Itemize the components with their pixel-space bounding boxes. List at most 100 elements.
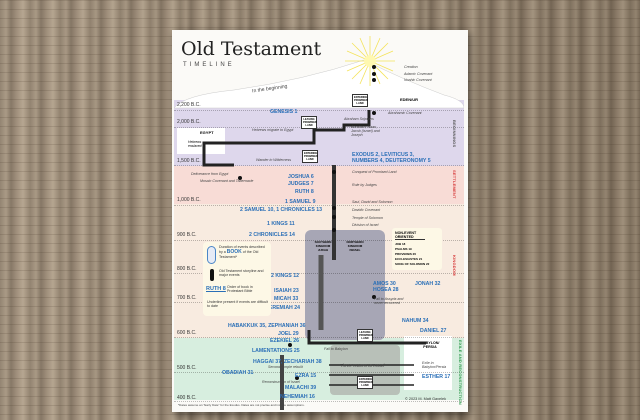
book-label: RUTH 8	[295, 189, 314, 195]
event-label: Wander in Wilderness	[256, 158, 292, 162]
non-event-item: PSALMS 19	[395, 247, 412, 251]
legend-underline-text: Underline present if events are difficul…	[207, 300, 269, 308]
book-label: HABAKKUK 35, ZEPHANIAH 36	[228, 323, 306, 329]
event-label: Temple of Solomon	[352, 216, 383, 220]
legend-storyline-text: Old Testament storyline and major events	[219, 269, 264, 277]
book-label: 2 CHRONICLES 14	[249, 232, 295, 238]
book-label: HOSEA 28	[373, 287, 399, 293]
babylon-box	[404, 336, 452, 390]
entering-promised-land-tag: ENTERING PROMISED LAND	[352, 94, 368, 107]
event-label: Noahic Covenant	[404, 78, 432, 82]
book-label: 1 SAMUEL 9	[285, 199, 316, 205]
era-label-kingdom: KINGDOM	[452, 255, 457, 276]
era-label-beginnings: BEGINNINGS	[452, 120, 457, 148]
beginning-curve	[174, 59, 464, 109]
copyright: © 2023 M. Matt Gavelek	[405, 397, 446, 401]
leaving-promised-land-tag: LEAVING PROMISED LAND	[301, 116, 317, 129]
legend-ruth-example: RUTH 8	[206, 286, 226, 292]
year-label: 700 B.C.	[177, 295, 197, 301]
book-label: 2 SAMUEL 10, 1 CHRONICLES 13	[240, 207, 323, 213]
non-event-item: ECCLESIASTES 21	[395, 257, 423, 261]
book-label: NEHEMIAH 16	[280, 394, 315, 400]
event-label: Second temple rebuilt	[268, 365, 303, 369]
legend-box: Duration of events described by a BOOK o…	[203, 242, 271, 316]
book-label: EZRA 15	[295, 373, 317, 379]
non-event-item: PROVERBS 20	[395, 252, 417, 256]
babylon-label: BABYLON/ PERSIA	[420, 341, 440, 349]
event-label: Abraham Sojourns	[344, 117, 374, 121]
event-label: Creation	[404, 65, 418, 69]
event-label: Davidic Covenant	[352, 208, 381, 212]
eden-label: EDEN/UR	[400, 97, 419, 102]
book-label: EZEKIEL 26	[270, 338, 300, 344]
event-label: Fall to Assyria and never recovered	[374, 297, 404, 305]
event-label: Abrahamic Covenant	[388, 111, 422, 115]
event-label: Rule by Judges	[352, 183, 377, 187]
event-label: Abraham, Isaac, Jacob (Israel) and Josep…	[351, 125, 380, 137]
book-label: JOSHUA 6	[288, 174, 314, 180]
event-label: Exile in Babylon/Persia	[422, 361, 447, 369]
year-label: 900 B.C.	[177, 232, 197, 238]
year-label: 400 B.C.	[177, 395, 197, 401]
entering-promised-land-tag: ENTERING PROMISED LAND	[357, 376, 373, 389]
book-label: JEREMIAH 24	[266, 305, 301, 311]
book-label: NAHUM 34	[402, 318, 429, 324]
book-label: HAGGAI 37, ZECHARIAH 38	[253, 359, 322, 365]
legend-storyline-swatch	[210, 269, 214, 281]
legend-duration-text: Duration of events described by a BOOK o…	[219, 245, 265, 259]
era-label-settlement: SETTLEMENT	[452, 170, 457, 199]
poster-title: Old Testament	[181, 38, 322, 60]
book-label: ESTHER 17	[422, 374, 451, 380]
event-label: Division of Israel	[352, 223, 379, 227]
book-label: AMOS 30	[373, 281, 396, 287]
year-label: 500 B.C.	[177, 365, 197, 371]
event-label: Adamic Covenant	[404, 72, 433, 76]
book-label: DANIEL 27	[420, 328, 447, 334]
year-label: 1,000 B.C.	[177, 197, 201, 203]
event-label: Conquest of Promised Land	[352, 170, 397, 174]
event-label: Three returns to Israel	[340, 363, 385, 368]
book-label: 1 KINGS 11	[267, 221, 295, 227]
book-label: NUMBERS 4, DEUTERONOMY 5	[352, 158, 431, 164]
non-event-item: JOB 18	[395, 242, 406, 246]
kingdom-block	[305, 230, 385, 340]
event-label: Reconstruction of Israel	[262, 380, 300, 384]
entering-promised-land-tag: ENTERING PROMISED LAND	[302, 150, 318, 163]
year-label: 800 B.C.	[177, 266, 197, 272]
egypt-label: EGYPT	[200, 130, 214, 135]
era-band-settlement	[174, 166, 464, 204]
event-label: Hebrews migrate to Egypt	[252, 128, 294, 132]
book-label: EXODUS 2, LEVITICUS 3,	[352, 152, 414, 158]
event-label: Mosaic Covenant and Tabernacle	[200, 179, 254, 183]
year-label: 600 B.C.	[177, 330, 197, 336]
year-label: 2,000 B.C.	[177, 119, 201, 125]
legend-order-text: Order of book in Protestant Bible	[227, 285, 253, 293]
book-label: JONAH 32	[415, 281, 441, 287]
book-label: MICAH 33	[274, 296, 299, 302]
poster-subtitle: TIMELINE	[183, 62, 235, 68]
southern-kingdom-label: SOUTHERN KINGDOM JUDAH	[314, 240, 332, 252]
non-event-item: SONG OF SOLOMON 22	[395, 262, 430, 266]
event-label: Fall to Babylon	[324, 347, 348, 351]
event-label: Saul, David and Solomon	[352, 200, 393, 204]
non-event-box: NON-EVENT ORIENTED JOB 18 PSALMS 19 PROV…	[392, 228, 442, 270]
footnote: *Dates assume an "Early Date" for the Ex…	[178, 403, 305, 407]
year-label: 1,500 B.C.	[177, 158, 201, 164]
non-event-title: NON-EVENT ORIENTED	[395, 231, 425, 240]
northern-kingdom-label: NORTHERN KINGDOM ISRAEL	[346, 240, 364, 252]
year-label: 2,200 B.C.	[177, 102, 201, 108]
enslaved-label: Hebrews enslaved	[188, 140, 202, 148]
book-label: JOEL 29	[278, 331, 299, 337]
book-label: JUDGES 7	[288, 181, 314, 187]
event-label: Deliverance from Egypt	[191, 172, 229, 176]
storyline-path	[202, 65, 426, 410]
legend-book-swatch	[207, 246, 216, 264]
book-label: MALACHI 39	[285, 385, 317, 391]
book-label: 2 KINGS 12	[271, 273, 299, 279]
era-label-exile: EXILE AND RECONSTRUCTION	[458, 340, 463, 405]
creation-burst	[345, 36, 395, 86]
book-label: OBADIAH 31	[222, 370, 254, 376]
book-label: GENESIS 1	[270, 109, 298, 115]
leaving-promised-land-tag: LEAVING PROMISED LAND	[357, 329, 373, 342]
book-label: ISAIAH 23	[274, 288, 299, 294]
